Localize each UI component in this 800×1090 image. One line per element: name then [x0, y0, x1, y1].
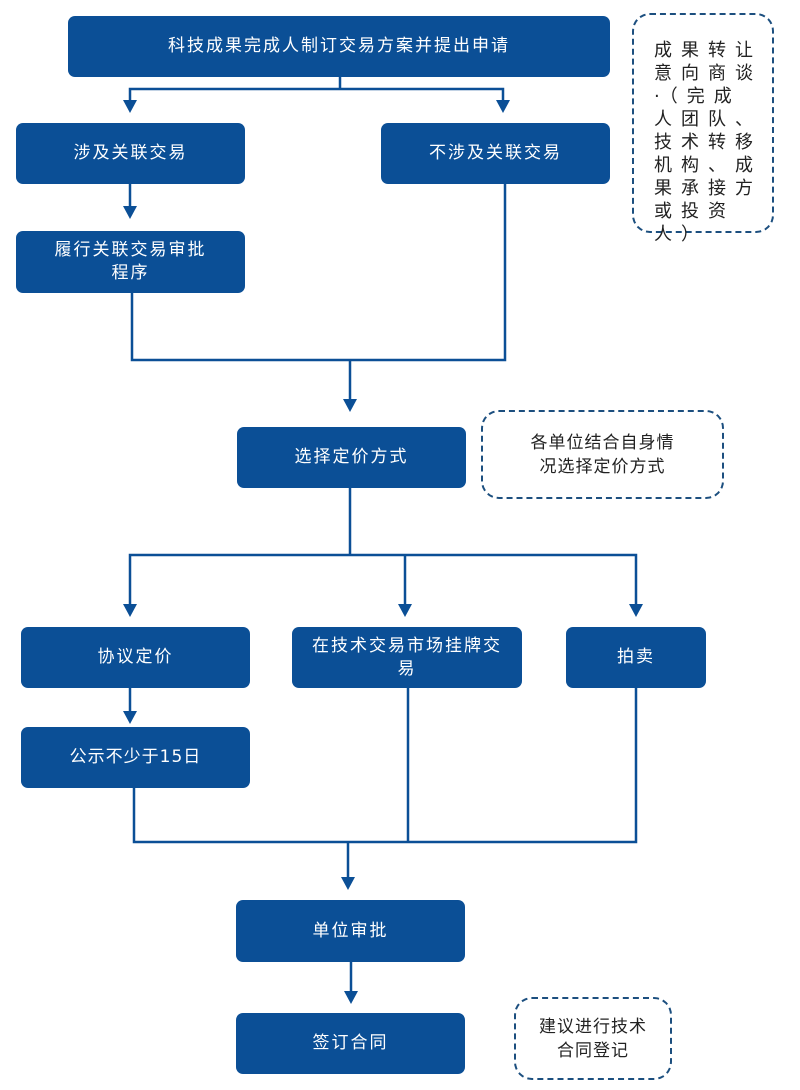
arrowhead-to-not-related	[496, 100, 510, 113]
arrowhead-to-negotiated	[123, 604, 137, 617]
node-related-approval: 履行关联交易审批程序	[16, 231, 245, 293]
note-pricing: 各单位结合自身情况选择定价方式	[481, 410, 724, 499]
node-negotiated: 协议定价	[21, 627, 250, 688]
node-publicity: 公示不少于15日	[21, 727, 250, 788]
node-sign-contract: 签订合同	[236, 1013, 465, 1074]
node-unit-approval: 单位审批	[236, 900, 465, 962]
node-start: 科技成果完成人制订交易方案并提出申请	[68, 16, 610, 77]
node-related: 涉及关联交易	[16, 123, 245, 184]
arrowhead-to-publicity	[123, 711, 137, 724]
arrowhead-to-related	[123, 100, 137, 113]
node-pricing-method: 选择定价方式	[237, 427, 466, 488]
arrowhead-to-market-listing	[398, 604, 412, 617]
connector-merge-pricing	[130, 183, 507, 362]
arrowhead-to-pricing-method	[343, 399, 357, 412]
node-market-listing: 在技术交易市场挂牌交易	[292, 627, 522, 688]
connector-pricing-split	[128, 553, 638, 605]
arrowhead-to-auction	[629, 604, 643, 617]
connector-start-split	[128, 87, 505, 101]
arrowhead-to-related-approval	[123, 206, 137, 219]
note-registration: 建议进行技术合同登记	[514, 997, 672, 1080]
node-auction: 拍卖	[566, 627, 706, 688]
connector-merge-approval	[132, 686, 638, 844]
note-negotiation: 成果转让意向商谈·（完成人团队、技术转移机构、成果承接方或投资人）	[632, 13, 774, 245]
arrowhead-to-sign-contract	[344, 991, 358, 1004]
arrowhead-to-unit-approval	[341, 877, 355, 890]
node-not-related: 不涉及关联交易	[381, 123, 610, 184]
